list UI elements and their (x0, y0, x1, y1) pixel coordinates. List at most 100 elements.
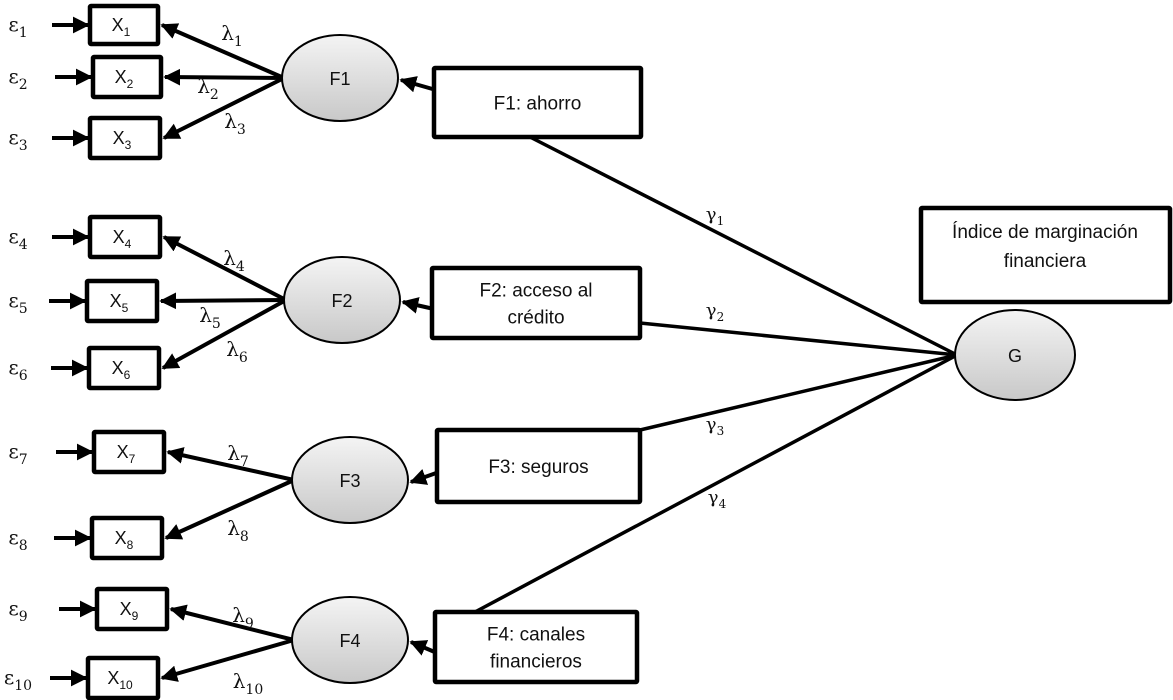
loading-label-l10-symbol: λ (233, 669, 246, 693)
loading-label-l3-symbol: λ (224, 109, 237, 133)
error-label-e8-symbol: ε (8, 525, 18, 549)
indicator-label-x5-symbol: X (110, 291, 122, 311)
loading-arrow-8 (164, 478, 295, 540)
loading-label-l9: λ9 (232, 603, 254, 632)
indicator-box-x9 (94, 586, 170, 632)
loading-label-l10-subscript: 10 (245, 682, 263, 698)
indicator-box-x2 (90, 54, 164, 100)
loading-arrow-9 (169, 604, 295, 642)
indicator-box-x10 (85, 655, 161, 700)
indicator-label-x9: X9 (120, 599, 139, 623)
error-label-e9: ε9 (8, 596, 27, 625)
error-label-e2-subscript: 2 (19, 77, 28, 93)
global-factor-label: G (1008, 346, 1022, 366)
error-label-e10-symbol: ε (4, 665, 14, 689)
description-text-f1-line-1: F1: ahorro (494, 94, 582, 115)
loading-arrow-6 (161, 298, 287, 370)
description-text-f2-line-1: F2: acceso al (480, 281, 593, 302)
indicator-label-x5-subscript: 5 (122, 301, 129, 315)
error-label-e1: ε1 (8, 12, 27, 41)
factor-ellipse-f2 (283, 256, 401, 344)
indicator-box-x6 (86, 345, 162, 391)
loading-label-l4-symbol: λ (223, 246, 236, 270)
nodes-layer (84, 3, 1173, 700)
loading-arrow-4 (162, 235, 287, 302)
error-label-e7-symbol: ε (8, 439, 18, 463)
description-arrow-f4 (409, 640, 438, 656)
description-arrow-f3 (409, 469, 440, 485)
indicator-label-x8: X8 (115, 528, 134, 552)
indicator-label-x2: X2 (115, 67, 134, 91)
loading-label-l2-subscript: 2 (210, 87, 219, 103)
loading-label-l1-subscript: 1 (234, 34, 243, 50)
gamma-label-3: γ3 (706, 414, 724, 438)
loading-label-l4-subscript: 4 (236, 259, 245, 275)
indicator-label-x10: X10 (107, 668, 133, 692)
factor-label-f2: F2 (331, 291, 352, 311)
error-label-e3-symbol: ε (8, 125, 18, 149)
indicator-label-x1-symbol: X (112, 15, 124, 35)
loading-label-l4: λ4 (223, 246, 245, 275)
error-label-e4: ε4 (8, 224, 27, 253)
factor-label-f4: F4 (339, 631, 360, 651)
factor-ellipse-f3 (291, 436, 409, 524)
loading-label-l10: λ10 (233, 669, 264, 698)
indicator-label-x6-symbol: X (112, 358, 124, 378)
error-label-e9-subscript: 9 (19, 609, 28, 625)
indicator-label-x6: X6 (112, 358, 131, 382)
loading-label-l9-subscript: 9 (245, 616, 254, 632)
gamma-path-2 (639, 321, 958, 357)
indicator-label-x4-subscript: 4 (125, 237, 132, 251)
gamma-label-1-subscript: 1 (717, 214, 725, 228)
loading-arrow-3 (162, 76, 285, 140)
indicator-box-x8 (89, 515, 165, 561)
title-box (918, 205, 1173, 305)
loading-arrow-7 (166, 447, 295, 482)
indicator-label-x9-symbol: X (120, 599, 132, 619)
description-arrow-f2 (401, 297, 435, 314)
indicator-label-x4: X4 (113, 227, 132, 251)
loading-label-l6-subscript: 6 (239, 350, 248, 366)
loading-arrow-1 (160, 23, 285, 80)
error-label-e8-subscript: 8 (19, 538, 28, 554)
indicator-label-x5: X5 (110, 291, 129, 315)
loading-label-l2-symbol: λ (197, 74, 210, 98)
error-label-e5: ε5 (8, 288, 27, 317)
description-text-f4-line-1: F4: canales (487, 625, 585, 646)
loading-label-l8-subscript: 8 (240, 529, 249, 545)
error-label-e1-subscript: 1 (19, 25, 28, 41)
error-label-e2-symbol: ε (8, 64, 18, 88)
description-text-f4-line-2: financieros (490, 652, 582, 673)
error-label-e9-symbol: ε (8, 596, 18, 620)
description-box-f3 (434, 427, 643, 505)
factor-ellipse-f1 (281, 34, 399, 122)
description-arrow-f1 (399, 76, 437, 93)
error-label-e6-symbol: ε (8, 355, 18, 379)
loading-label-l6-symbol: λ (226, 337, 239, 361)
error-label-e10-subscript: 10 (14, 678, 32, 694)
description-text-f3-line-1: F3: seguros (488, 457, 588, 478)
indicator-box-x3 (87, 115, 163, 161)
error-label-e4-subscript: 4 (19, 237, 28, 253)
error-label-e3: ε3 (8, 125, 27, 154)
indicator-label-x2-symbol: X (115, 67, 127, 87)
error-label-e2: ε2 (8, 64, 27, 93)
global-factor-ellipse (954, 309, 1076, 401)
indicator-label-x4-symbol: X (113, 227, 125, 247)
gamma-label-2-subscript: 2 (717, 310, 725, 324)
indicator-label-x7-symbol: X (117, 442, 129, 462)
edges-layer (49, 16, 958, 687)
loading-label-l1: λ1 (221, 21, 243, 50)
error-label-e4-symbol: ε (8, 224, 18, 248)
loading-arrow-5 (159, 292, 287, 310)
error-label-e3-subscript: 3 (19, 138, 28, 154)
loading-arrow-10 (160, 638, 295, 682)
indicator-label-x7: X7 (117, 442, 136, 466)
description-box-f1 (431, 65, 644, 140)
gamma-label-1: γ1 (706, 204, 724, 228)
loading-label-l5-symbol: λ (199, 303, 212, 327)
indicator-label-x1-subscript: 1 (124, 25, 131, 39)
indicator-label-x8-symbol: X (115, 528, 127, 548)
